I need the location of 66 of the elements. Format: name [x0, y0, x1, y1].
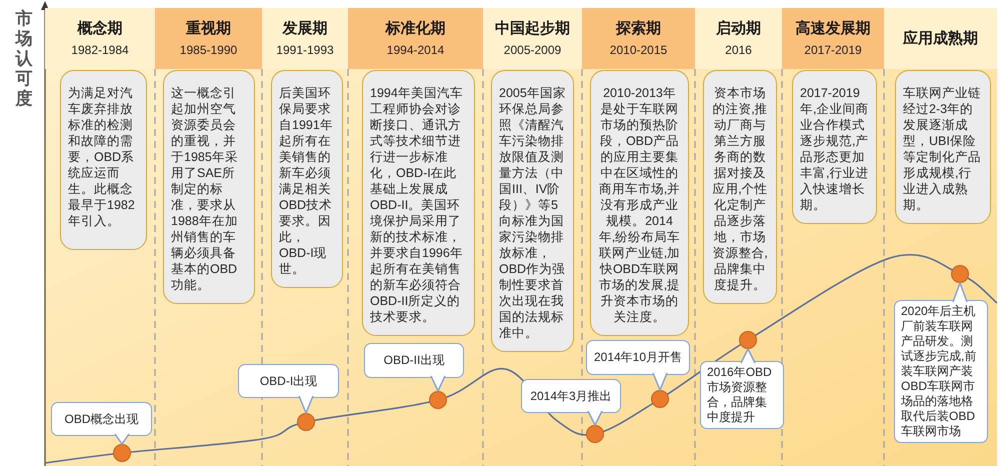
callout-pointer: [114, 433, 130, 445]
phase-name: 中国起步期: [495, 20, 570, 38]
phase-name: 概念期: [78, 20, 122, 38]
callout-pointer: [740, 348, 756, 364]
description-text: 车联网产业链经过2-3年的发展逐渐成型，UBI保险等定制化产品形成规模,行业进入成熟期。: [903, 85, 982, 213]
phase-name: 重视期: [186, 20, 231, 38]
callout-text: 2014年3月推出: [530, 388, 612, 404]
callout-bubble: [238, 364, 339, 398]
description-card: [491, 70, 574, 352]
callout-text: 2014年10月开售: [594, 350, 682, 365]
phase-header: [483, 8, 582, 69]
callout-bubble: [521, 379, 621, 413]
callout-text: 2020年后主机厂前装车联网产品研发。测试逐步完成,前装车联网产装OBD车联网市场品的落地格取代后装OBD车联网市场: [901, 304, 978, 439]
callout-pointer: [430, 375, 446, 392]
phase-header: [782, 8, 884, 69]
phase-header: [262, 8, 348, 69]
phase-years: 2005-2009: [504, 42, 562, 58]
description-text: 资本市场的注资,推动厂商与第兰方服务商的数据对接及应用,个性化定制产品逐步落地，市场资源整合,品牌集中度提升。: [711, 85, 769, 293]
description-text: 为满足对汽车废弃排放标准的检测和故障的需要，OBD系统应运而生。此概念最早于1982年引入。: [68, 85, 136, 229]
callout-text: OBD概念出现: [64, 412, 138, 426]
description-card: [792, 70, 877, 224]
phase-header: [582, 8, 695, 69]
phase-name: 标准化期: [386, 20, 446, 38]
phase-name: 发展期: [282, 20, 328, 38]
description-text: 2017-2019年,企业间商业合作模式逐步规范,产品形态更加丰富,行业进入快速增长期。: [800, 85, 869, 213]
callout-bubble: [51, 402, 152, 436]
callout-pointer: [298, 395, 314, 414]
description-text: 2010-2013年是处于车联网市场的预热阶段，OBD产品的应用主要集中在区域性的商用车市场,并没有形成产业规模。2014年,纷纷布局车联网产业链,加快OBD车联网市场的发展,提升资本市场的关注度。: [598, 85, 681, 325]
callout-bubble: [586, 340, 690, 375]
description-text: 这一概念引起加州空气资源委员会的重视，并于1985年采用了SAE所制定的标准，要求从1988年在加州销售的车辆必须具备基本的OBD功能。: [171, 85, 239, 293]
phase-header: [45, 8, 155, 69]
description-text: 1994年美国汽车工程师协会对诊断接口、通讯方式等技术细节进行进一步标准化，OBD-I在此基础上发展成OBD-II。美国环境保护局采用了新的技术标准，并要求自1996年起所有在美销售的新车必须符合OBD-II所定义的技术要求。: [370, 85, 464, 325]
callout-text: 2016年OBD市场资源整合，品牌集中度提升: [707, 365, 773, 425]
callout-text: OBD-I出现: [260, 374, 318, 388]
callout-pointer: [652, 372, 668, 391]
phase-name: 探索期: [616, 20, 661, 38]
phase-header: [695, 8, 782, 69]
description-card: [703, 70, 777, 304]
description-card: [362, 70, 475, 336]
phase-years: 1982-1984: [71, 42, 129, 58]
description-card: [163, 70, 255, 304]
phase-years: 1991-1993: [276, 42, 334, 58]
phase-header: [348, 8, 483, 69]
callout-bubble: [700, 361, 784, 429]
callout-text: OBD-II出现: [384, 353, 444, 368]
phase-header: [155, 8, 262, 69]
axis-label: 市场认可度: [15, 9, 33, 109]
description-card: [271, 70, 343, 288]
phase-years: 1994-2014: [386, 42, 444, 58]
callout-bubble: [894, 300, 988, 443]
callout-pointer: [587, 410, 603, 426]
description-card: [60, 70, 147, 250]
phase-years: 2010-2015: [610, 42, 668, 58]
phase-years: 2016: [725, 42, 752, 58]
phase-name: 启动期: [716, 20, 761, 38]
phase-years: 2017-2019: [804, 42, 862, 58]
description-text: 2005年国家环保总局参照《清醒汽车污染物排放限值及测量方法（中国III、IV阶段）》等5向标准为国家污染物排放标准，OBD作为强制性要求首次出现在我国的法规标准中。: [499, 85, 566, 341]
description-card: [590, 70, 689, 336]
phase-header: [884, 8, 997, 69]
description-text: 后美国环保局要求自1991年起所有在美销售的新车必须满足相关OBD技术要求。因此，OBD-I现世。: [279, 85, 334, 277]
phase-name: 应用成熟期: [903, 30, 978, 48]
callout-pointer: [952, 282, 968, 303]
phase-name: 高速发展期: [796, 20, 870, 38]
description-card: [895, 70, 991, 224]
phase-years: 1985-1990: [180, 42, 238, 58]
callout-bubble: [364, 343, 464, 378]
